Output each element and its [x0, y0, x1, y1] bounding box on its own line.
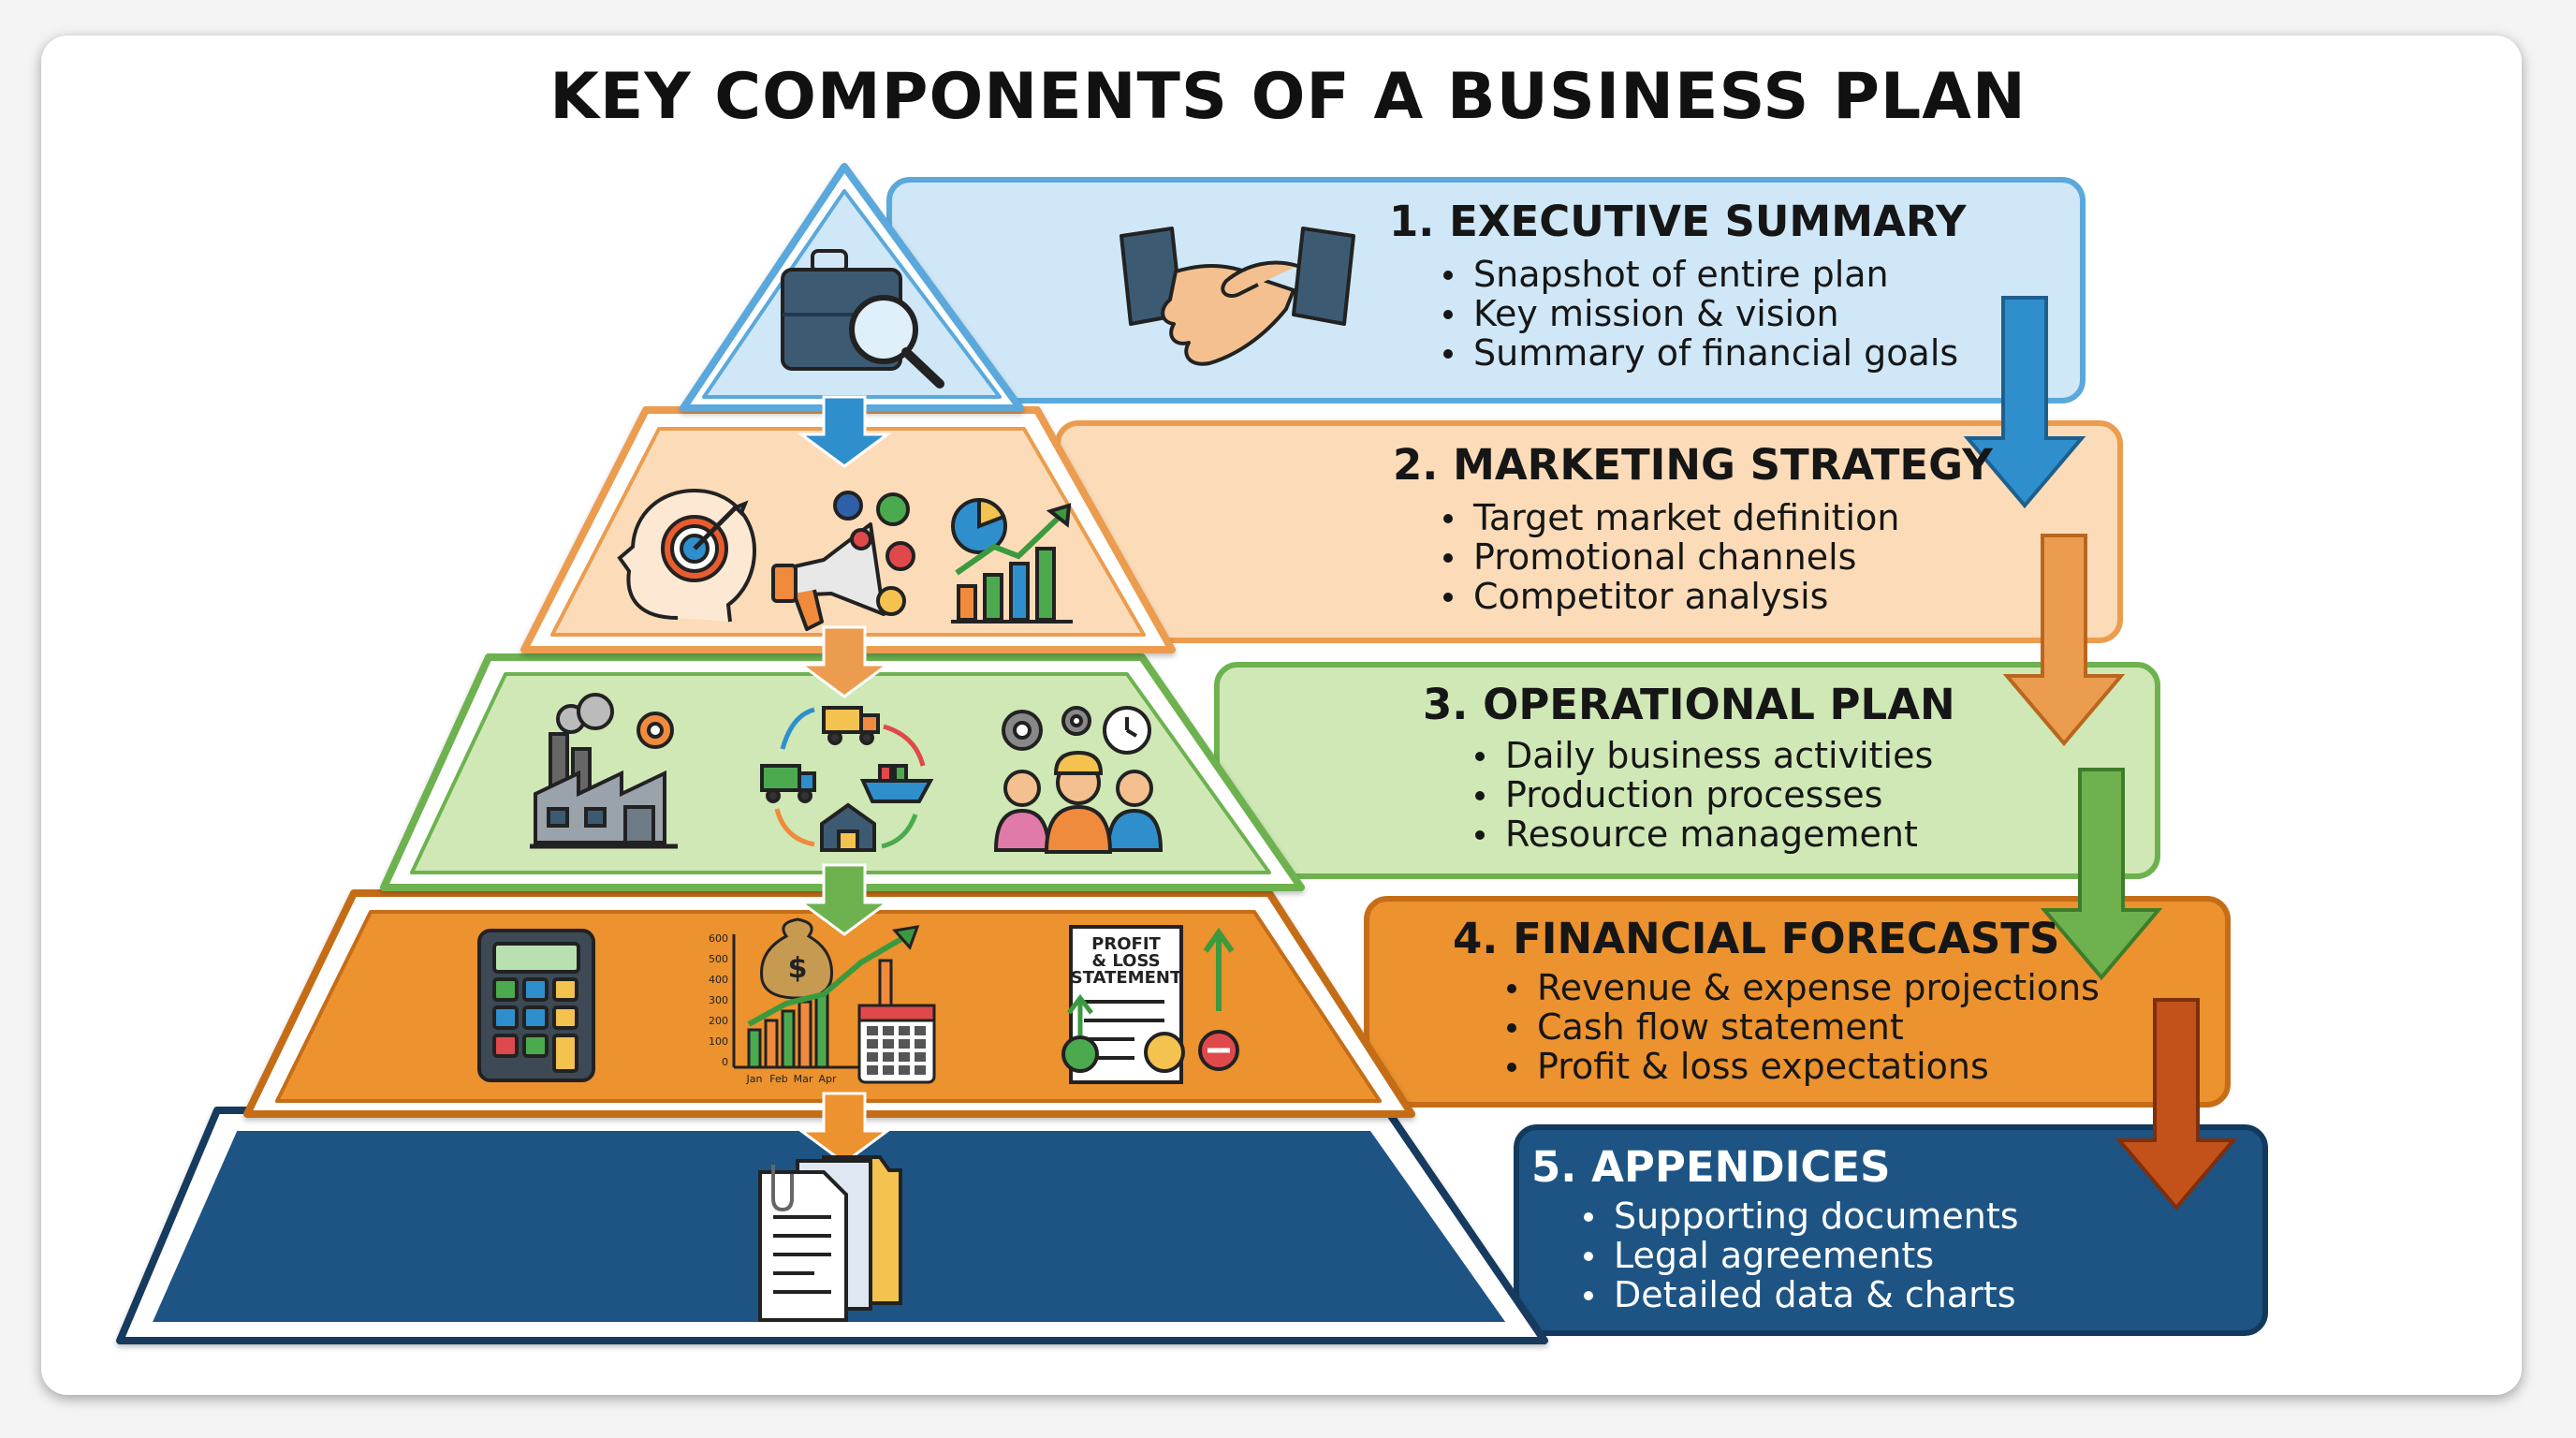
bullet-item: Detailed data & charts	[1578, 1275, 2019, 1314]
bullet-list: Daily business activities Production pro…	[1470, 736, 1933, 854]
calendar-cell	[883, 1065, 894, 1075]
chart-icon-month-label: Jan	[746, 1073, 763, 1085]
bullet-list: Snapshot of entire plan Key mission & vi…	[1438, 255, 1958, 373]
head-target-icon	[617, 488, 757, 623]
calendar-cell	[899, 1065, 910, 1075]
handshake-icon	[1120, 227, 1355, 366]
bullet-item: Promotional channels	[1438, 537, 1899, 577]
chart-icon-y-tick: 100	[709, 1035, 728, 1048]
bullet-item: Revenue & expense projections	[1501, 968, 2100, 1007]
chart-icon-y-tick: 500	[709, 953, 728, 965]
bullet-item: Daily business activities	[1470, 736, 1933, 775]
bullet-list: Supporting documents Legal agreements De…	[1578, 1196, 2019, 1314]
section-title: 5. APPENDICES	[1531, 1142, 1891, 1192]
briefcase-magnifier-icon	[781, 249, 944, 389]
calendar-cell	[899, 1039, 910, 1049]
calendar-cell	[899, 1026, 910, 1035]
statement-title-line3: STATEMENT	[1071, 968, 1182, 988]
arrow-4-down	[2115, 998, 2238, 1211]
financial-chart-icon: 600 500 400 300 200 100 0 Jan Feb Mar Apr $	[709, 917, 936, 1085]
calendar-cell	[915, 1052, 926, 1062]
chart-icon-month-label: Mar	[794, 1073, 813, 1085]
arrow-1-down	[1963, 296, 2086, 509]
calendar-cell	[883, 1039, 894, 1049]
statement-title-line1: PROFIT	[1091, 934, 1161, 954]
bullet-list: Target market definition Promotional cha…	[1438, 498, 1899, 616]
chart-icon-y-tick: 300	[709, 994, 728, 1006]
chart-icon-month-label: Feb	[769, 1073, 787, 1085]
calendar-cell	[915, 1026, 926, 1035]
section-title: 4. FINANCIAL FORECASTS	[1453, 914, 2060, 963]
megaphone-social-icon	[771, 491, 915, 631]
band-4	[1364, 896, 2231, 1108]
bullet-item: Profit & loss expectations	[1501, 1047, 2100, 1086]
calendar-cell	[915, 1039, 926, 1049]
chart-icon-y-tick: 600	[709, 932, 728, 945]
factory-gears-icon	[530, 693, 678, 849]
logistics-cycle-icon	[760, 706, 934, 852]
calendar-cell	[867, 1026, 878, 1035]
calendar-cell	[867, 1039, 878, 1049]
section-title: 3. OPERATIONAL PLAN	[1423, 680, 1955, 729]
chart-icon-month-label: Apr	[818, 1073, 837, 1085]
bullet-item: Production processes	[1470, 775, 1933, 814]
calendar-cell	[867, 1052, 878, 1062]
calendar-cell	[883, 1026, 894, 1035]
bullet-item: Cash flow statement	[1501, 1007, 2100, 1047]
documents-folder-icon	[758, 1155, 902, 1322]
bullet-item: Summary of financial goals	[1438, 333, 1958, 373]
section-title: 2. MARKETING STRATEGY	[1393, 440, 1993, 490]
growth-chart-icon	[951, 497, 1073, 624]
section-title: 1. EXECUTIVE SUMMARY	[1389, 197, 1967, 246]
bullet-item: Target market definition	[1438, 498, 1899, 537]
calendar-cell	[915, 1065, 926, 1075]
chart-icon-y-tick: 200	[709, 1015, 728, 1027]
bullet-item: Competitor analysis	[1438, 577, 1899, 616]
arrow-3-down	[2040, 768, 2163, 981]
bullet-list: Revenue & expense projections Cash flow …	[1501, 968, 2100, 1086]
connector-arrow-2	[797, 625, 892, 698]
bullet-item: Resource management	[1470, 814, 1933, 854]
calendar-cell	[899, 1052, 910, 1062]
chart-icon-y-tick: 400	[709, 974, 728, 986]
arrow-2-down	[2002, 534, 2126, 747]
connector-arrow-4	[797, 1092, 892, 1165]
svg-text:$: $	[788, 952, 808, 985]
profit-loss-statement-icon: PROFIT & LOSS STATEMENT	[1061, 925, 1239, 1084]
calendar-cell	[883, 1052, 894, 1062]
bullet-item: Legal agreements	[1578, 1236, 2019, 1275]
calendar-cell	[867, 1065, 878, 1075]
bullet-item: Supporting documents	[1578, 1196, 2019, 1236]
statement-title-line2: & LOSS	[1091, 951, 1160, 971]
calculator-icon	[477, 929, 595, 1082]
bullet-item: Snapshot of entire plan	[1438, 255, 1958, 294]
page-title: KEY COMPONENTS OF A BUSINESS PLAN	[549, 60, 2027, 134]
team-gears-clock-icon	[993, 706, 1164, 854]
bullet-item: Key mission & vision	[1438, 294, 1958, 333]
chart-icon-y-tick: 0	[722, 1056, 728, 1068]
band-5	[1514, 1124, 2268, 1336]
connector-arrow-3	[797, 863, 892, 936]
connector-arrow-1	[797, 395, 892, 468]
